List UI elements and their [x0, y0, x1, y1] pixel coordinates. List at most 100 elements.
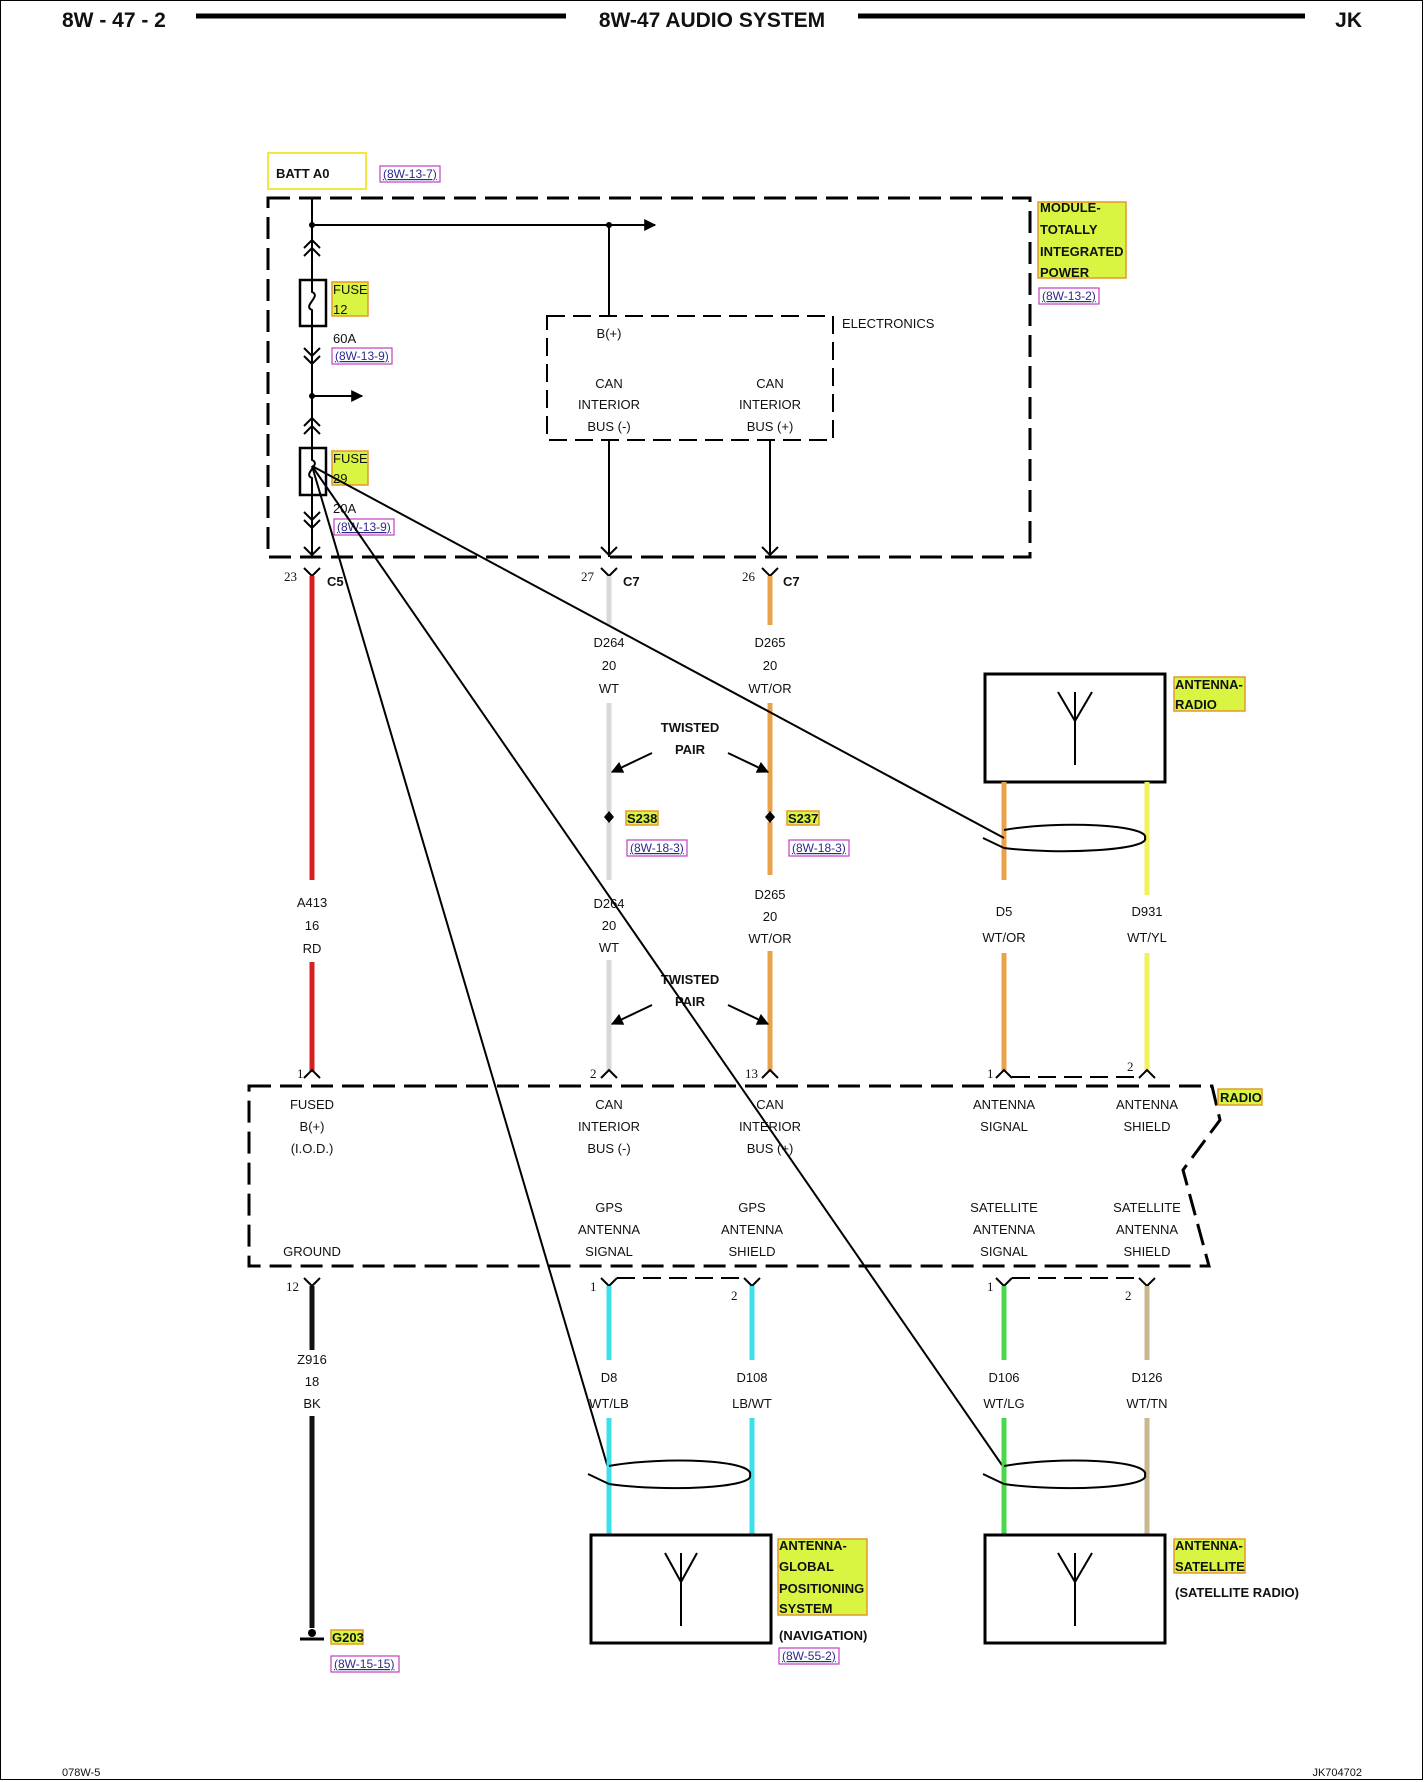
s237-ref-link[interactable]: (8W-18-3): [792, 841, 846, 855]
tipm-label-line-1: MODULE-: [1040, 200, 1101, 215]
d108-color: LB/WT: [732, 1396, 772, 1411]
a413-color: RD: [303, 941, 322, 956]
z916-gauge: 18: [305, 1374, 319, 1389]
connector-chevron-icon: [600, 567, 618, 578]
s237-highlight: [786, 810, 820, 826]
radio-top-pin-label-1-line-2: BUS (-): [587, 1141, 630, 1156]
connector-chevron-icon: [1138, 1068, 1156, 1079]
fuse-29-label-1: FUSE: [333, 451, 368, 466]
feed-node: [309, 222, 315, 228]
tipm-module-outline: [266, 196, 1032, 559]
fuse-29-ref-link[interactable]: (8W-13-9): [337, 520, 391, 534]
twisted-pair-label-lower-2: PAIR: [675, 994, 706, 1009]
radio-top-pin-label-1-line-1: INTERIOR: [578, 1119, 640, 1134]
antenna-gps-sub: (NAVIGATION): [779, 1628, 867, 1643]
radio-top-pin-label-2-line-1: INTERIOR: [739, 1119, 801, 1134]
d264-bot-color: WT: [599, 940, 619, 955]
connector-chevron-icon: [303, 1068, 321, 1079]
radio-pin-ant-signal: 1: [987, 1066, 994, 1081]
page-number: 8W - 47 - 2: [62, 9, 166, 32]
radio-top-pin-label-0-line-0: FUSED: [290, 1097, 334, 1112]
s238-ref-box: [626, 839, 688, 857]
d265-bot-color: WT/OR: [748, 931, 791, 946]
d126-circuit: D126: [1131, 1370, 1162, 1385]
twisted-pair-arrow-left-lower: [610, 1004, 653, 1025]
radio-top-pin-label-2-line-0: CAN: [756, 1097, 783, 1112]
d264-top-color: WT: [599, 681, 619, 696]
d8-circuit: D8: [601, 1370, 618, 1385]
connector-chevron-icon: [995, 1277, 1013, 1288]
radio-bottom-pin-labels: GROUNDGPSANTENNASIGNALGPSANTENNASHIELDSA…: [283, 1200, 1181, 1259]
antenna-gps-highlight: [777, 1538, 868, 1616]
radio-label-highlight: [1217, 1088, 1263, 1106]
antenna-radio-highlight: [1173, 676, 1246, 712]
radio-module-outline: [247, 1084, 1222, 1268]
radio-bottom-pin-label-2-line-2: SHIELD: [729, 1244, 776, 1259]
tipm-label-line-4: POWER: [1040, 265, 1090, 280]
electronics-can-minus-2: INTERIOR: [578, 397, 640, 412]
d5-color: WT/OR: [982, 930, 1025, 945]
radio-top-pin-label-3-line-0: ANTENNA: [973, 1097, 1035, 1112]
connector-chevron-icon: [761, 546, 779, 557]
tipm-ref-link[interactable]: (8W-13-2): [1042, 289, 1096, 303]
s238-label: S238: [627, 811, 657, 826]
batt-ref-link[interactable]: (8W-13-7): [383, 167, 437, 181]
twisted-pair-label-upper-2: PAIR: [675, 742, 706, 757]
fuse-12-highlight: [331, 281, 369, 317]
radio-bottom-pin-label-2-line-1: ANTENNA: [721, 1222, 783, 1237]
radio-bottom-pin-label-3-line-0: SATELLITE: [970, 1200, 1038, 1215]
g203-ref-box: [330, 1655, 400, 1673]
antenna-sat-label-1: ANTENNA-: [1175, 1538, 1243, 1553]
electronics-can-minus-3: BUS (-): [587, 419, 630, 434]
antenna-gps-label-1: ANTENNA-: [779, 1538, 847, 1553]
fuse-12-ref-link[interactable]: (8W-13-9): [335, 349, 389, 363]
s237-ref-box: [788, 839, 850, 857]
a413-gauge: 16: [305, 918, 319, 933]
radio-pin-12: 12: [286, 1279, 299, 1294]
antenna-gps-label-2: GLOBAL: [779, 1559, 834, 1574]
connector-chevron-icon: [600, 546, 618, 557]
radio-bottom-pin-label-4-line-1: ANTENNA: [1116, 1222, 1178, 1237]
batt-label: BATT A0: [276, 166, 329, 181]
radio-top-pin-label-4-line-0: ANTENNA: [1116, 1097, 1178, 1112]
electronics-can-plus-2: INTERIOR: [739, 397, 801, 412]
connector-chevron-icon: [600, 1068, 618, 1079]
connector-chevron-icon: [995, 1068, 1013, 1079]
d8-color: WT/LB: [589, 1396, 629, 1411]
c7-pin-26: 26: [742, 569, 756, 584]
z916-color: BK: [303, 1396, 321, 1411]
batt-label-box: [267, 152, 367, 190]
radio-pin-ant-shield: 2: [1127, 1059, 1134, 1074]
page-title: 8W-47 AUDIO SYSTEM: [599, 9, 825, 32]
electronics-bplus-label: B(+): [597, 326, 622, 341]
antenna-gps-ref-link[interactable]: (8W-55-2): [782, 1649, 836, 1663]
radio-bottom-pin-label-3-line-2: SIGNAL: [980, 1244, 1028, 1259]
s238-highlight: [625, 810, 659, 826]
connector-chevron-icon: [303, 511, 321, 530]
splice-s238-icon: [604, 811, 614, 823]
a413-circuit: A413: [297, 895, 327, 910]
g203-ref-link[interactable]: (8W-15-15): [334, 1657, 394, 1671]
tipm-label-highlight: [1037, 201, 1127, 279]
d931-circuit: D931: [1131, 904, 1162, 919]
antenna-gps-ref-box: [778, 1647, 840, 1665]
connector-chevron-icon: [303, 347, 321, 366]
splice-s237-icon: [765, 811, 775, 823]
branch-node: [309, 393, 315, 399]
electronics-outline: [546, 315, 834, 441]
fuse-12-element-icon: [308, 280, 316, 326]
electronics-can-plus-1: CAN: [756, 376, 783, 391]
connector-chevron-icon: [1138, 1277, 1156, 1288]
radio-pin-sat-signal: 1: [987, 1279, 994, 1294]
d264-top-gauge: 20: [602, 658, 616, 673]
radio-bottom-pin-label-4-line-0: SATELLITE: [1113, 1200, 1181, 1215]
shield-ellipse-radio: [982, 823, 1146, 853]
d265-bot-gauge: 20: [763, 909, 777, 924]
d106-color: WT/LG: [983, 1396, 1024, 1411]
s238-ref-link[interactable]: (8W-18-3): [630, 841, 684, 855]
radio-pin-sat-shield: 2: [1125, 1288, 1132, 1303]
twisted-pair-arrow-right: [727, 752, 770, 773]
c5-pin-number: 23: [284, 569, 297, 584]
radio-pin-1: 1: [297, 1066, 304, 1081]
